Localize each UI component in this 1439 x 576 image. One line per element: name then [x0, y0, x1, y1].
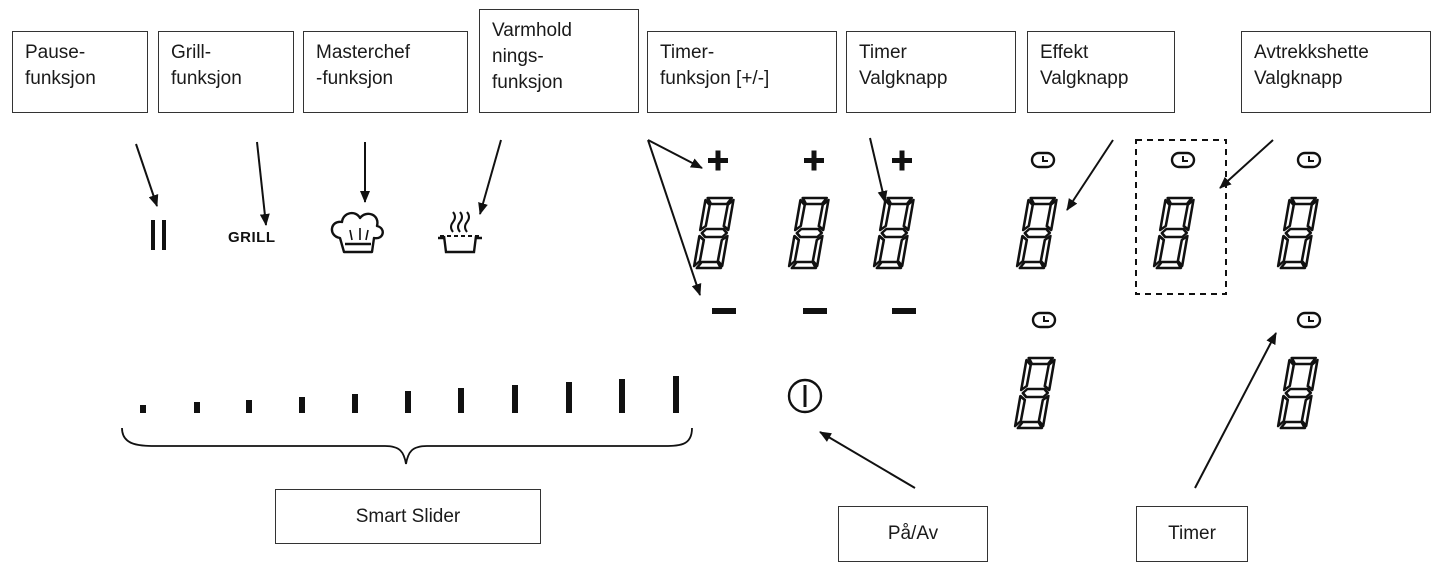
label-line: Valgknapp	[1040, 68, 1129, 89]
label-line: nings-	[492, 46, 544, 67]
label-timer-function: Timer- funksjon [+/-]	[647, 31, 837, 113]
timer-digit-3	[872, 196, 916, 270]
timer-plus-button-1[interactable]	[708, 150, 728, 171]
label-line: funksjon [+/-]	[660, 68, 770, 89]
label-masterchef-function: Masterchef -funksjon	[303, 31, 468, 113]
zone-digit-front-left[interactable]	[1015, 196, 1059, 270]
label-line: Masterchef	[316, 42, 410, 63]
timer-plus-button-2[interactable]	[804, 150, 824, 171]
label-on-off: På/Av	[838, 506, 988, 562]
selected-zone-frame	[1135, 139, 1227, 295]
label-line: Timer	[859, 42, 907, 63]
label-line: funksjon	[492, 72, 563, 93]
label-timer-select: Timer Valgknapp	[846, 31, 1016, 113]
keep-warm-pot-icon[interactable]	[438, 211, 482, 254]
clock-icon	[1296, 311, 1322, 329]
zone-digit-front-right[interactable]	[1276, 196, 1320, 270]
label-line: Avtrekkshette	[1254, 42, 1369, 63]
timer-minus-button-1[interactable]	[712, 308, 736, 314]
label-line: Pause-	[25, 42, 86, 63]
callout-arrows	[135, 137, 1277, 489]
label-grill-function: Grill- funksjon	[158, 31, 294, 113]
label-text: På/Av	[887, 523, 939, 544]
timer-minus-button-2[interactable]	[803, 308, 827, 314]
label-line: funksjon	[25, 68, 96, 89]
label-timer: Timer	[1136, 506, 1248, 562]
timer-plus-button-3[interactable]	[892, 150, 912, 171]
label-pause-function: Pause- funksjon	[12, 31, 148, 113]
label-line: -funksjon	[316, 68, 394, 89]
label-line: Timer-	[660, 42, 715, 63]
label-keep-warm-function: Varmhold nings- funksjon	[479, 9, 639, 113]
pause-icon[interactable]	[151, 220, 166, 250]
timer-digit-2	[787, 196, 831, 270]
label-power-select: Effekt Valgknapp	[1027, 31, 1175, 113]
label-line: Valgknapp	[1254, 68, 1343, 89]
label-line: funksjon	[171, 68, 242, 89]
label-text: Timer	[1168, 523, 1216, 544]
label-line: Valgknapp	[859, 68, 948, 89]
clock-icon	[1030, 151, 1056, 169]
label-line: Effekt	[1040, 42, 1089, 63]
label-text: Smart Slider	[355, 505, 461, 527]
timer-digit-1	[692, 196, 736, 270]
label-hood-select: Avtrekkshette Valgknapp	[1241, 31, 1431, 113]
power-icon[interactable]	[787, 378, 823, 414]
grill-button[interactable]: GRILL	[228, 229, 276, 246]
zone-digit-rear-right[interactable]	[1276, 356, 1320, 430]
label-smart-slider: Smart Slider	[275, 489, 541, 544]
clock-icon	[1170, 151, 1196, 169]
chef-hat-icon[interactable]	[330, 211, 384, 254]
zone-digit-rear-left[interactable]	[1013, 356, 1057, 430]
zone-digit-center[interactable]	[1152, 196, 1196, 270]
clock-icon	[1296, 151, 1322, 169]
clock-icon	[1031, 311, 1057, 329]
label-line: Grill-	[171, 42, 212, 63]
smart-slider[interactable]	[140, 376, 679, 413]
slider-brace	[121, 427, 693, 465]
label-line: Varmhold	[492, 20, 572, 41]
timer-minus-button-3[interactable]	[892, 308, 916, 314]
